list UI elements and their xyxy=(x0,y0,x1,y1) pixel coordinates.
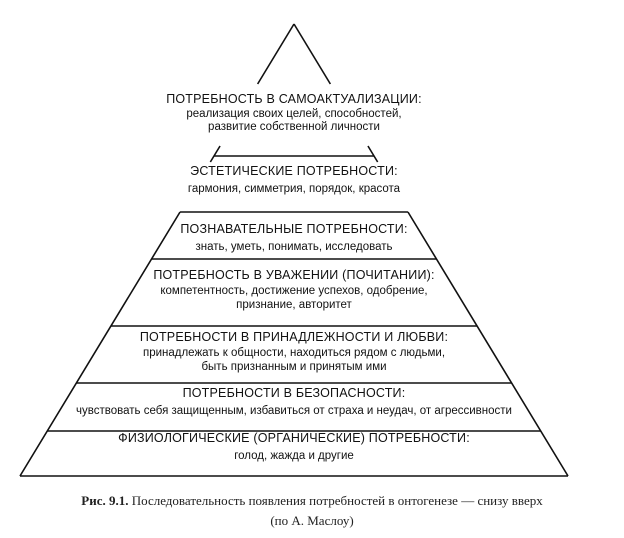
level-desc-1-0: чувствовать себя защищенным, избавиться … xyxy=(76,405,512,417)
level-title-0: ФИЗИОЛОГИЧЕСКИЕ (ОРГАНИЧЕСКИЕ) ПОТРЕБНОС… xyxy=(118,431,470,445)
level-desc-3-0: компетентность, достижение успехов, одоб… xyxy=(160,285,427,297)
level-desc-5-0: гармония, симметрия, порядок, красота xyxy=(188,183,401,195)
apex-right-edge xyxy=(293,23,332,85)
caption-label: Рис. 9.1. xyxy=(81,493,129,508)
level-desc-3-1: признание, авторитет xyxy=(236,299,352,311)
level-desc-6-1: развитие собственной личности xyxy=(208,121,380,133)
level-title-4: ПОЗНАВАТЕЛЬНЫЕ ПОТРЕБНОСТИ: xyxy=(180,222,407,236)
pyramid-right-edge xyxy=(407,211,569,477)
caption-line-2: (по А. Маслоу) xyxy=(270,513,354,528)
caption-text: Последовательность появления потребносте… xyxy=(131,493,543,508)
level-desc-0-0: голод, жажда и другие xyxy=(234,450,354,462)
pyramid-left-edge xyxy=(19,211,181,477)
right-edge-fragment xyxy=(367,145,379,163)
level-desc-2-1: быть признанным и принятым ими xyxy=(201,361,386,373)
level-desc-4-0: знать, уметь, понимать, исследовать xyxy=(196,241,393,253)
level-title-2: ПОТРЕБНОСТИ В ПРИНАДЛЕЖНОСТИ И ЛЮБВИ: xyxy=(140,330,448,344)
left-edge-fragment xyxy=(209,145,221,163)
apex-left-edge xyxy=(256,23,295,85)
level-title-3: ПОТРЕБНОСТЬ В УВАЖЕНИИ (ПОЧИТАНИИ): xyxy=(153,268,434,282)
level-title-6: ПОТРЕБНОСТЬ В САМОАКТУАЛИЗАЦИИ: xyxy=(166,92,422,106)
figure-caption: Рис. 9.1. Последовательность появления п… xyxy=(0,491,624,531)
level-desc-6-0: реализация своих целей, способностей, xyxy=(186,108,401,120)
level-desc-2-0: принадлежать к общности, находиться рядо… xyxy=(143,347,445,359)
level-title-1: ПОТРЕБНОСТИ В БЕЗОПАСНОСТИ: xyxy=(183,386,406,400)
pyramid-outline xyxy=(19,23,569,477)
caption-line-1: Рис. 9.1. Последовательность появления п… xyxy=(0,491,624,511)
pyramid-labels: ФИЗИОЛОГИЧЕСКИЕ (ОРГАНИЧЕСКИЕ) ПОТРЕБНОС… xyxy=(76,92,512,462)
level-title-5: ЭСТЕТИЧЕСКИЕ ПОТРЕБНОСТИ: xyxy=(190,164,398,178)
